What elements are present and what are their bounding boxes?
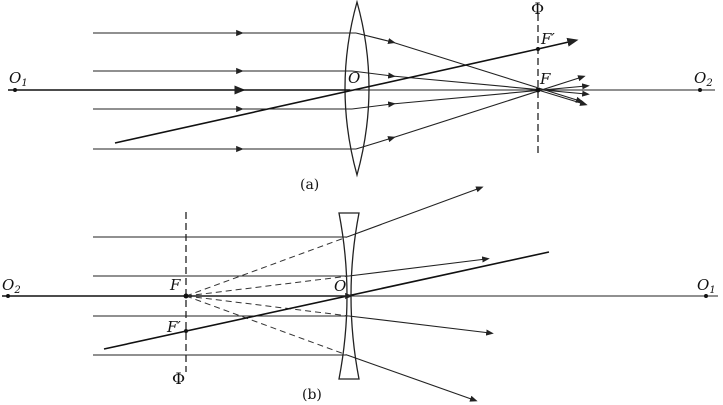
refracted-rays-a [351,32,590,150]
refracted-rays-b [346,186,494,402]
label-focus-b: F [169,276,181,294]
virtual-extensions-b [185,236,350,356]
focus-point-a [535,87,541,93]
label-center-b: O [334,277,346,295]
concave-lens [338,212,360,380]
oblique-ray-b [103,251,550,350]
label-center-a: O [348,69,360,87]
label-focal-plane-a: Φ [531,0,544,18]
axis-point-right-b [704,294,708,298]
label-focus-a: F [539,70,551,88]
focus-point-b [183,293,189,299]
convex-lens [344,0,370,178]
label-axis-right-b: O1 [697,276,716,296]
label-axis-right-a: O2 [694,69,713,89]
incident-rays-a [8,29,356,153]
diagram-b: O2 O1 O F F′ Φ (b) [2,186,718,403]
label-focus-prime-a: F′ [540,30,555,48]
label-focal-plane-b: Φ [172,369,185,388]
focus-prime-point-b [184,329,188,333]
oblique-ray-a [114,48,539,144]
focus-prime-point-a [536,47,540,51]
label-axis-left-a: O1 [9,69,28,89]
caption-a: (a) [300,177,319,193]
label-focus-prime-b: F′ [166,318,181,336]
diagram-a: O1 O2 O F F′ Φ (a) [8,0,715,193]
label-axis-left-b: O2 [2,276,21,296]
axis-point-right-a [698,88,702,92]
caption-b: (b) [302,387,322,403]
